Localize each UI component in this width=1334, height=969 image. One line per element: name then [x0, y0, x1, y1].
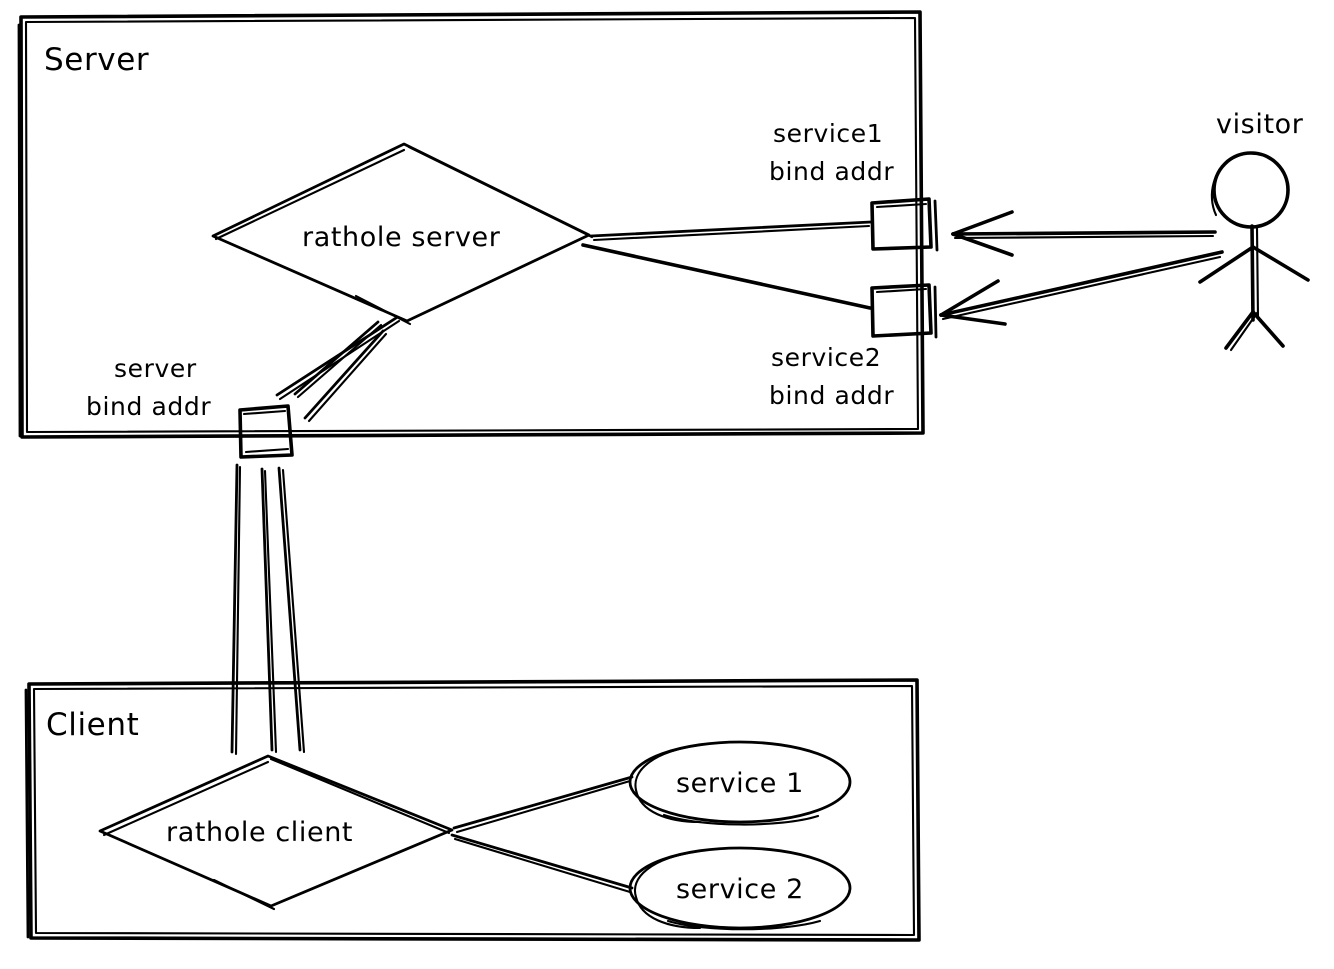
client-container-label: Client: [46, 707, 139, 743]
arrow-visitor-to-service1: [951, 210, 1217, 257]
server-container-label: Server: [44, 42, 149, 78]
server-bind-addr-port[interactable]: [238, 404, 294, 459]
rathole-client-node[interactable]: [98, 754, 454, 911]
edge-rathole-server-to-service2: [581, 243, 872, 310]
server-bind-addr-label-line2: bind addr: [86, 392, 211, 421]
service1-bind-addr-label-line2: bind addr: [769, 157, 894, 186]
edge-rathole-client-to-service-1: [452, 775, 634, 834]
rathole-server-node[interactable]: [211, 142, 594, 326]
server-bind-addr-label-line1: server: [114, 354, 197, 383]
rathole-server-label: rathole server: [302, 222, 501, 253]
service-2-label: service 2: [676, 874, 804, 905]
service2-bind-addr-label-line1: service2: [771, 343, 881, 372]
service2-bind-addr-label-line2: bind addr: [769, 381, 894, 410]
arrow-visitor-to-service2: [939, 250, 1224, 326]
visitor-actor[interactable]: [1198, 151, 1310, 352]
edge-rathole-server-to-service1: [589, 220, 873, 242]
edge-rathole-client-to-service-2: [450, 833, 634, 894]
client-container-box: [24, 678, 921, 942]
service1-bind-addr-label-line1: service1: [773, 119, 883, 148]
edge-server-bind-addr-to-rathole-client: [230, 463, 306, 756]
visitor-label: visitor: [1216, 109, 1304, 140]
server-container-box: [17, 10, 925, 439]
service2-bind-addr-port[interactable]: [870, 283, 938, 339]
service1-bind-addr-port[interactable]: [870, 197, 939, 252]
service-1-label: service 1: [676, 768, 804, 799]
rathole-client-label: rathole client: [166, 817, 353, 848]
edge-rathole-server-to-server-bind-addr: [275, 316, 401, 423]
